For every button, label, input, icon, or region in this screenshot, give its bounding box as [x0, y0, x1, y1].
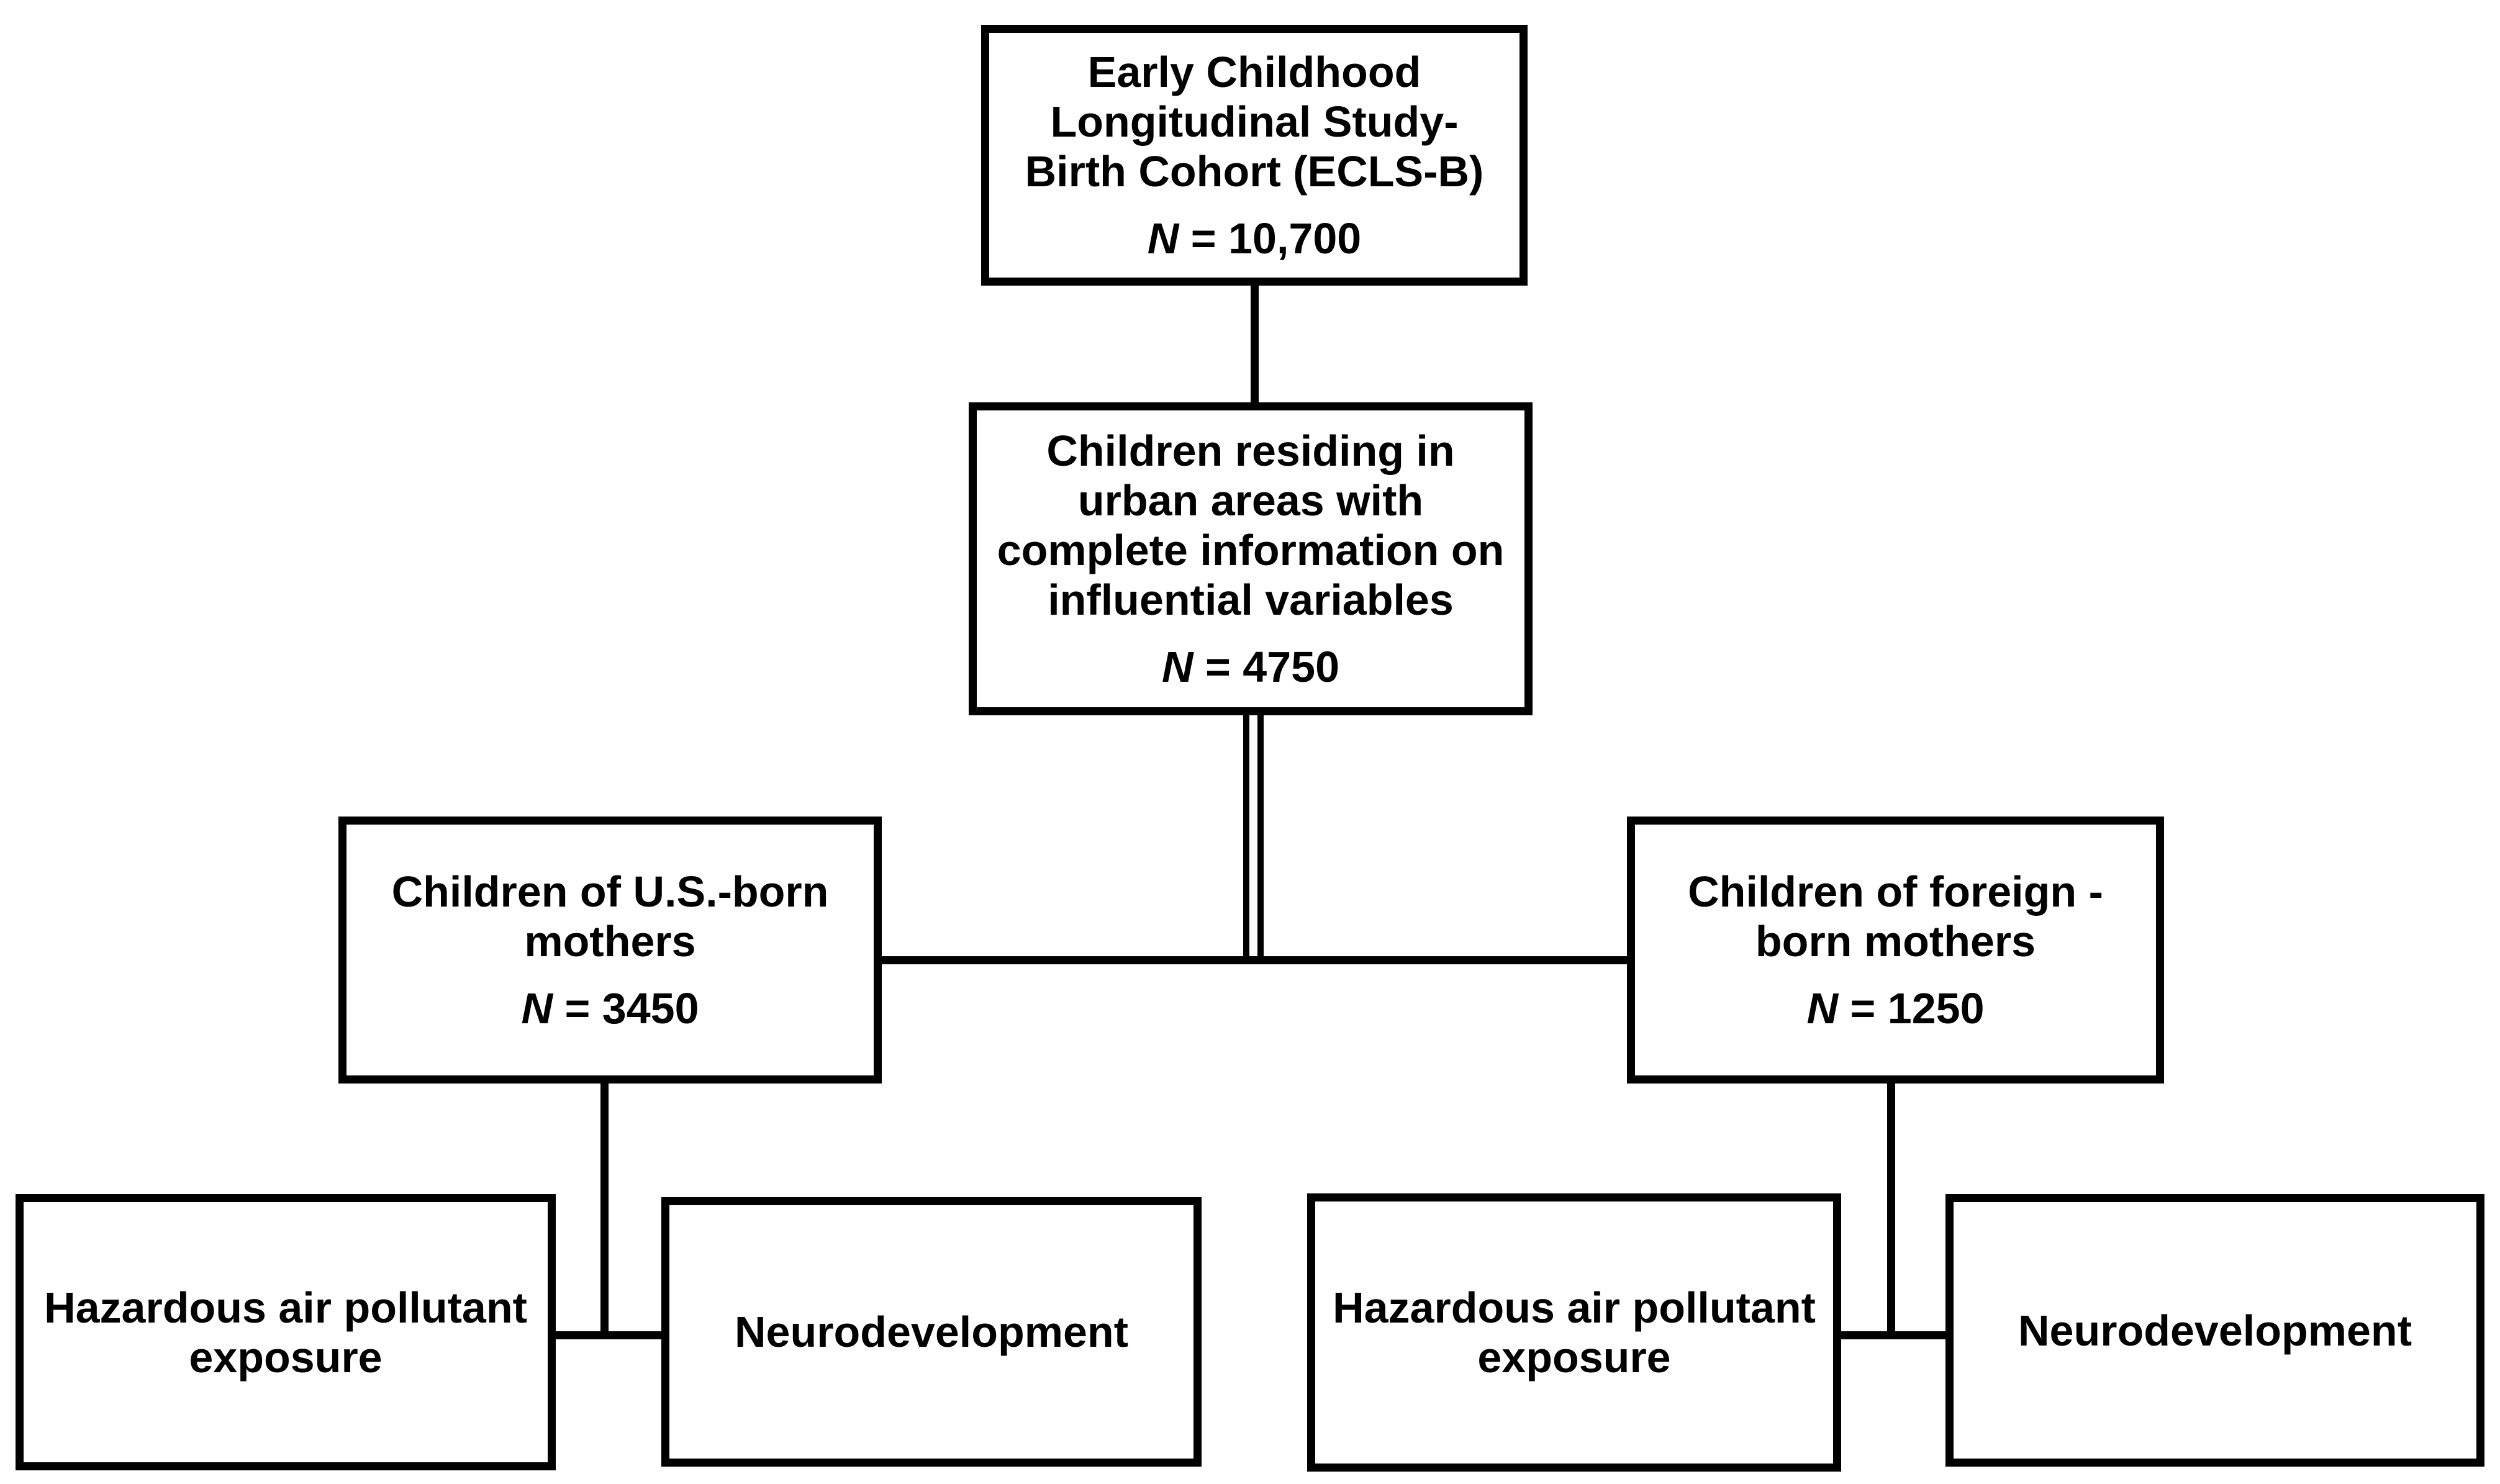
connector-usborn-down — [600, 1080, 609, 1339]
box-text-line: Neurodevelopment — [735, 1308, 1128, 1356]
box-text-line: Neurodevelopment — [2018, 1306, 2412, 1355]
box-text-line: complete information on — [997, 526, 1505, 574]
box-text-line: mothers — [524, 917, 696, 966]
neurodevelopment-left-box: Neurodevelopment — [661, 1197, 1202, 1467]
connector-left-exposure-to-neuro — [553, 1331, 664, 1339]
box-text-line: urban areas with — [1077, 476, 1424, 525]
n-value: = 4750 — [1193, 643, 1340, 691]
hazardous-exposure-left-box: Hazardous air pollutant exposure — [16, 1194, 556, 1470]
box-text-line: Children of foreign - — [1688, 867, 2103, 916]
box-text-line: influential variables — [1048, 576, 1454, 624]
box-text-line: Longitudinal Study- — [1050, 97, 1459, 146]
sample-size-label: N = 10,700 — [1148, 214, 1361, 263]
connector-ecls-to-urban — [1251, 281, 1259, 405]
sample-size-label: N = 1250 — [1806, 984, 1984, 1033]
hazardous-exposure-right-box: Hazardous air pollutant exposure — [1307, 1193, 1841, 1472]
sample-size-label: N = 4750 — [1162, 642, 1339, 692]
n-value: = 1250 — [1838, 984, 1985, 1033]
us-born-mothers-box: Children of U.S.-born mothers N = 3450 — [338, 817, 882, 1084]
connector-urban-split-double-line-left — [1243, 711, 1249, 964]
connector-urban-split-double-line-right — [1257, 711, 1264, 964]
box-text-line: Early Childhood — [1087, 48, 1421, 96]
n-symbol: N — [1161, 643, 1193, 691]
box-text-line: Children residing in — [1046, 427, 1455, 475]
connector-right-exposure-to-neuro — [1838, 1331, 1949, 1339]
n-symbol: N — [521, 984, 553, 1033]
n-value: = 3450 — [553, 984, 699, 1033]
n-symbol: N — [1806, 984, 1839, 1033]
box-text-line: exposure — [189, 1332, 383, 1382]
box-text-line: Hazardous air pollutant — [44, 1283, 527, 1332]
box-text-line: exposure — [1477, 1333, 1671, 1382]
urban-subset-box: Children residing in urban areas with co… — [969, 402, 1533, 715]
foreign-born-mothers-box: Children of foreign - born mothers N = 1… — [1627, 817, 2164, 1084]
ecls-cohort-box: Early Childhood Longitudinal Study- Birt… — [981, 25, 1528, 286]
box-text-line: Birth Cohort (ECLS-B) — [1025, 147, 1484, 196]
box-text-line: born mothers — [1755, 917, 2036, 966]
n-value: = 10,700 — [1179, 214, 1362, 263]
sample-size-label: N = 3450 — [521, 984, 699, 1033]
n-symbol: N — [1147, 214, 1179, 263]
connector-horizontal-split — [879, 956, 1631, 964]
connector-foreignborn-down — [1887, 1080, 1895, 1339]
neurodevelopment-right-box: Neurodevelopment — [1945, 1194, 2484, 1467]
box-text-line: Children of U.S.-born — [391, 867, 829, 916]
box-text-line: Hazardous air pollutant — [1333, 1283, 1816, 1332]
